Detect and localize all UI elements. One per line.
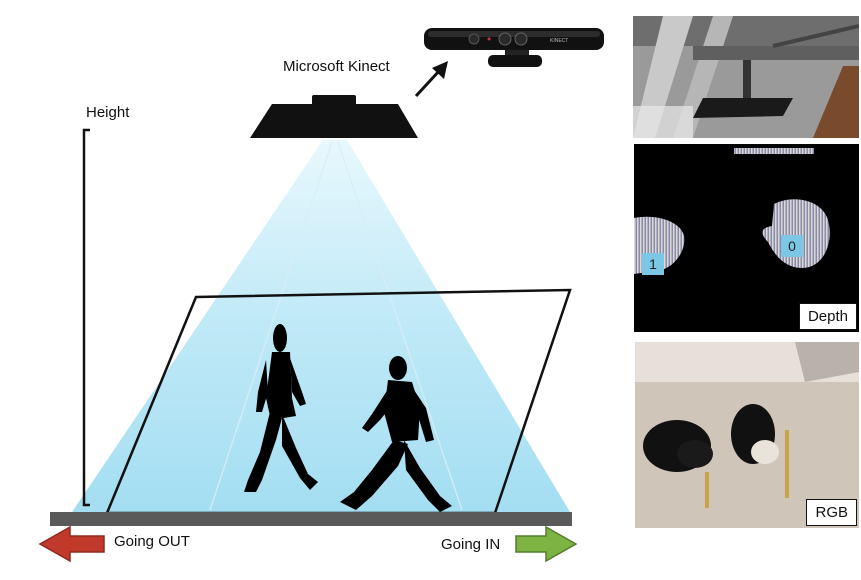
- going-out-arrow: [38, 525, 105, 563]
- ceiling-sensor-top: [312, 95, 356, 106]
- rgb-tag: RGB: [806, 499, 857, 526]
- blob-id-1: 1: [642, 253, 664, 275]
- beam-edge-left: [209, 141, 333, 511]
- kinect-brand-text: KINECT: [550, 38, 568, 44]
- depth-blob-0: [762, 199, 830, 268]
- ceiling-photo-art: [633, 16, 859, 138]
- person-going-out: [244, 324, 318, 492]
- depth-tag: Depth: [798, 303, 857, 330]
- height-label: Height: [86, 104, 130, 121]
- rgb-view-art: [635, 342, 859, 528]
- going-in-label: Going IN: [441, 536, 501, 553]
- ceiling-photo: [633, 16, 859, 138]
- beam-edge-right: [337, 141, 463, 511]
- pointer-arrow: [414, 61, 448, 98]
- sensor-beam: [72, 140, 570, 512]
- going-in-arrow: [515, 525, 578, 563]
- height-bracket: [82, 128, 90, 507]
- blob-id-0: 0: [781, 235, 803, 257]
- sensor-label: Microsoft Kinect: [283, 58, 390, 75]
- person-going-in: [340, 356, 452, 512]
- rgb-view: RGB: [635, 342, 859, 528]
- floor: [50, 512, 572, 526]
- ceiling-sensor-body: [250, 104, 418, 138]
- depth-view-art: [634, 144, 859, 332]
- depth-view: 1 0 Depth: [634, 144, 859, 332]
- kinect-device: KINECT: [424, 28, 604, 67]
- going-out-label: Going OUT: [114, 533, 190, 550]
